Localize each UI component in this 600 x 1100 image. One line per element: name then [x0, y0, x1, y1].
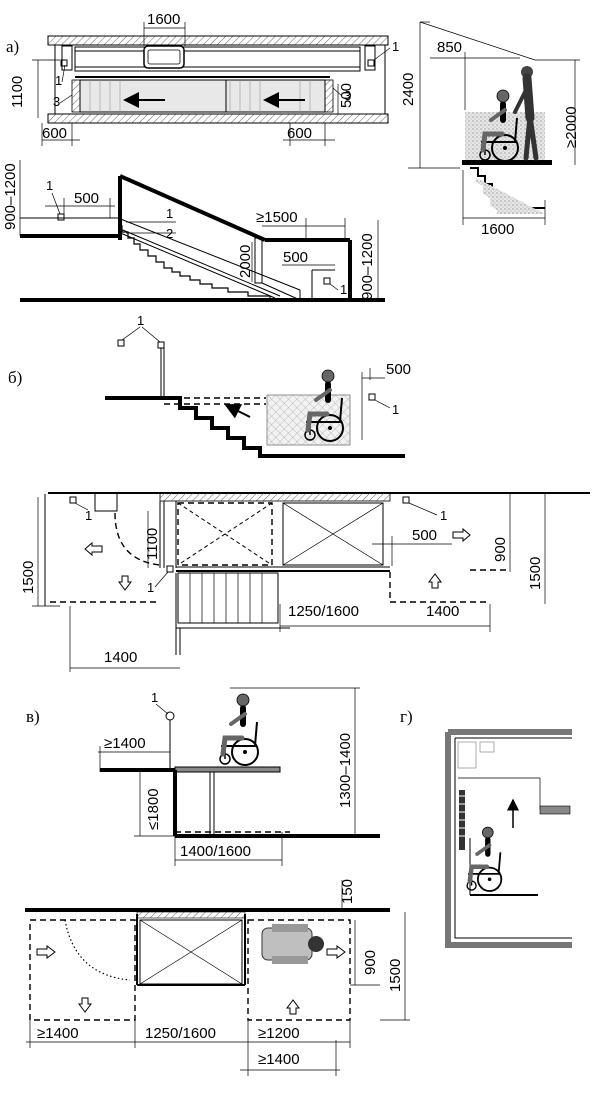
- callout-1-a-section-right: 1: [340, 282, 347, 297]
- callout-3-a-plan-left: 3: [53, 94, 60, 109]
- callout-2-a-section-mid: 2: [166, 226, 173, 241]
- dim-v-plan-bottom-middle: 1250/1600: [145, 1025, 216, 1042]
- section-a-stair-elevation: 900–1200 500 1 1 2 ≥1500 900–1200 2000 5…: [2, 160, 385, 302]
- dim-a-lift-right-height: ≥2000: [563, 106, 580, 148]
- wheelchair-topview: [261, 924, 324, 964]
- section-v-platform-elevation: 1 ≥1400 ≤1800 1300–1400 1400/1600: [98, 687, 380, 866]
- dim-a-section-right-rail: 500: [283, 249, 308, 266]
- dim-b-section-rail: 500: [386, 361, 411, 378]
- dim-v-plan-bottom-left: ≥1400: [37, 1025, 79, 1042]
- callout-1-a-section-left: 1: [46, 178, 53, 193]
- callout-1-v-section: 1: [151, 690, 158, 705]
- dim-a-top: 1600: [147, 11, 180, 28]
- dim-a-lift-left-height: 2400: [400, 73, 417, 106]
- dim-a-bottom-right: 600: [287, 125, 312, 142]
- section-v-plan: 150 900 1500 ≥1400 1250/1600 ≥1200 ≥1400: [25, 879, 410, 1076]
- callout-1-a-plan-right: 1: [392, 39, 399, 54]
- dim-b-plan-inner-height: 1100: [144, 528, 161, 560]
- callout-1-a-section-mid: 1: [166, 206, 173, 221]
- callout-1-b-section-top: 1: [137, 313, 144, 328]
- dim-a-section-left-rail: 500: [74, 190, 99, 207]
- dim-a-section-left-height: 900–1200: [2, 163, 19, 230]
- section-label-g: г): [400, 707, 413, 726]
- callout-1-b-section-right: 1: [392, 402, 399, 417]
- dim-b-plan-bottom-width: 1400: [104, 649, 137, 666]
- dim-b-plan-right-rail: 500: [412, 527, 437, 544]
- dim-v-plan-bottom-right-2: ≥1400: [258, 1051, 300, 1068]
- callout-1-b-plan-left: 1: [85, 508, 92, 523]
- dim-a-bottom-left: 600: [42, 125, 67, 142]
- dim-v-plan-top-small: 150: [339, 879, 356, 904]
- section-label-v: в): [26, 707, 40, 726]
- dim-a-lift-bottom: 1600: [481, 221, 514, 238]
- dim-b-plan-left-height: 1500: [20, 561, 37, 594]
- dim-b-plan-middle-width: 1250/1600: [288, 603, 359, 620]
- section-b-plan: 1500 1 1100 1 1 500 900 1500 1250/1600 1…: [20, 492, 590, 672]
- dim-a-left-height: 1100: [9, 76, 26, 108]
- callout-1-b-plan-bottom: 1: [147, 580, 154, 595]
- dim-v-section-left-height: ≤1800: [145, 788, 162, 830]
- section-b-stair-elevation: 1 500 1: [105, 313, 411, 458]
- section-a-plan: 1600 1100 500 600 600 1 3 1 3: [9, 11, 399, 146]
- callout-1-b-plan-right: 1: [440, 508, 447, 523]
- dim-a-section-top-platform: ≥1500: [256, 209, 298, 226]
- dim-a-right-height: 500: [338, 83, 355, 108]
- dim-a-section-right-height: 900–1200: [359, 233, 376, 300]
- dim-v-section-bottom-width: 1400/1600: [180, 843, 251, 860]
- section-label-a: а): [6, 37, 19, 56]
- dim-v-plan-bottom-right-1: ≥1200: [258, 1025, 300, 1042]
- section-label-b: б): [8, 368, 22, 387]
- standing-attendant-figure: [513, 66, 539, 161]
- dim-v-plan-right-height-2: 1500: [387, 959, 404, 992]
- dim-b-plan-right-height-1: 900: [492, 537, 509, 562]
- dim-v-section-top-width: ≥1400: [104, 735, 146, 752]
- dim-a-section-stair-height: 2000: [237, 245, 254, 278]
- callout-3-a-plan-right: 3: [344, 88, 351, 103]
- dim-b-plan-right-height-2: 1500: [527, 557, 544, 590]
- dim-v-section-right-height: 1300–1400: [337, 733, 354, 808]
- dim-v-plan-right-height-1: 900: [362, 950, 379, 975]
- section-g-lift-cabin-plan: [445, 729, 572, 948]
- section-a-lift-with-people: 2400 850 ≥2000 1600: [400, 21, 580, 238]
- callout-1-a-plan-left: 1: [55, 73, 62, 88]
- dim-b-plan-right-width: 1400: [426, 603, 459, 620]
- dim-a-lift-top: 850: [437, 39, 462, 56]
